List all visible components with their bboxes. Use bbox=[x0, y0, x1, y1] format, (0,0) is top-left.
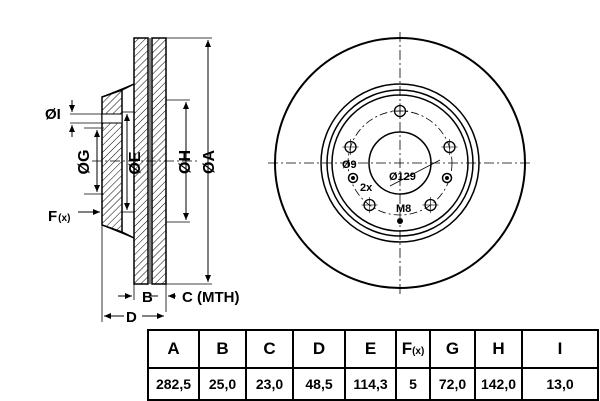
bolt-hole-dia-label: Ø9 bbox=[342, 159, 357, 171]
spec-header-e: E bbox=[344, 329, 397, 369]
dim-a-label: ØA bbox=[201, 150, 218, 174]
bolt-hole-count-label: 2x bbox=[360, 182, 373, 194]
technical-drawing: ØA ØH ØE ØG ØI F(x) B C bbox=[45, 32, 532, 326]
dim-c-label: C (MTH) bbox=[182, 289, 239, 306]
spec-value-g: 72,0 bbox=[429, 367, 476, 401]
dim-g-label: ØG bbox=[76, 150, 93, 175]
wheel-bolt-holes bbox=[342, 103, 458, 213]
spec-header-i: I bbox=[521, 329, 599, 369]
spec-value-a: 282,5 bbox=[147, 367, 200, 401]
spec-header-b: B bbox=[198, 329, 247, 369]
spec-value-b: 25,0 bbox=[198, 367, 247, 401]
m8-thread-hole bbox=[397, 218, 403, 224]
dim-f-label: F(x) bbox=[48, 208, 70, 225]
spec-table: A B C D E F(x) G H I 282,5 25,0 23,0 48,… bbox=[147, 329, 599, 401]
spec-value-d: 48,5 bbox=[292, 367, 346, 401]
spec-value-f: 5 bbox=[395, 367, 431, 401]
spec-header-h: H bbox=[474, 329, 523, 369]
pcd-label: Ø129 bbox=[389, 171, 416, 183]
dim-i-label: ØI bbox=[45, 106, 61, 123]
spec-header-g: G bbox=[429, 329, 476, 369]
dim-b-label: B bbox=[142, 289, 153, 306]
spec-value-h: 142,0 bbox=[474, 367, 523, 401]
dim-d-label: D bbox=[126, 309, 137, 326]
dim-e-label: ØE bbox=[127, 151, 144, 174]
spec-table-value-row: 282,5 25,0 23,0 48,5 114,3 5 72,0 142,0 … bbox=[147, 367, 599, 401]
spec-value-i: 13,0 bbox=[521, 367, 599, 401]
spec-header-d: D bbox=[292, 329, 346, 369]
spec-value-c: 23,0 bbox=[245, 367, 294, 401]
dim-h-label: ØH bbox=[177, 150, 194, 174]
front-view: Ø9 2x Ø129 M8 bbox=[268, 32, 532, 294]
spec-header-a: A bbox=[147, 329, 200, 369]
spec-header-c: C bbox=[245, 329, 294, 369]
spec-table-header-row: A B C D E F(x) G H I bbox=[147, 329, 599, 369]
locating-holes bbox=[347, 172, 453, 184]
side-section-view: ØA ØH ØE ØG ØI F(x) B C bbox=[45, 37, 239, 326]
thread-label: M8 bbox=[396, 203, 411, 215]
spec-value-e: 114,3 bbox=[344, 367, 397, 401]
spec-header-f: F(x) bbox=[395, 329, 431, 369]
